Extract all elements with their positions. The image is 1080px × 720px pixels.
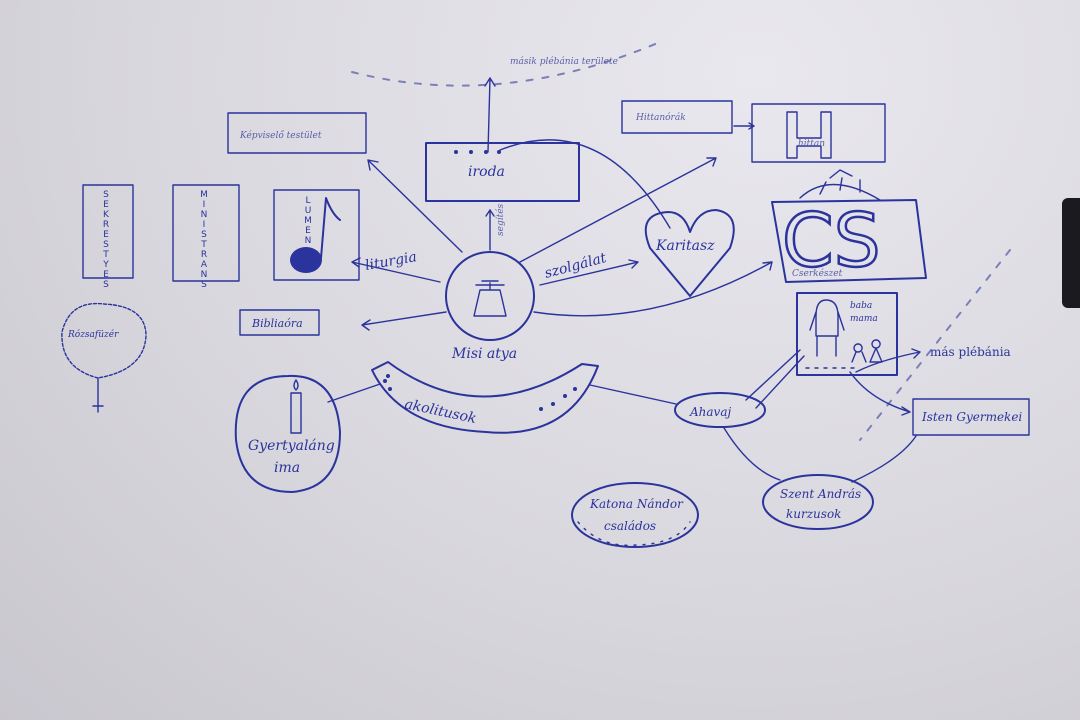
segites-label: segítés (495, 203, 506, 236)
svg-text:családos: családos (604, 519, 656, 533)
ministrans-box[interactable]: MINISTRANS (172, 184, 240, 290)
music-note-icon (290, 247, 322, 273)
sekrestyes-box[interactable]: SEKRESTYES (82, 184, 134, 290)
svg-text:Gyertyaláng: Gyertyaláng (248, 438, 335, 454)
svg-text:ima: ima (274, 460, 300, 476)
svg-text:akolitusok: akolitusok (403, 396, 478, 427)
kepviselo-testulet-box[interactable]: Képviselő testület (227, 112, 367, 154)
isten-gyermekei-box[interactable]: Isten Gyermekei (912, 398, 1030, 436)
szent-andras-kurzusok-node[interactable]: Szent András kurzusok (762, 474, 874, 530)
ahavaj-node[interactable]: Ahavaj (674, 392, 766, 428)
hittanorak-box[interactable]: Hittanórák (621, 100, 733, 134)
svg-text:Isten Gyermekei: Isten Gyermekei (921, 410, 1022, 424)
svg-text:Rózsafüzér: Rózsafüzér (67, 329, 119, 340)
svg-text:iroda: iroda (468, 164, 505, 180)
iroda-box[interactable]: iroda (425, 142, 580, 202)
svg-text:mama: mama (850, 314, 878, 324)
ministrans-label: MINISTRANS (199, 190, 209, 290)
svg-text:Ahavaj: Ahavaj (689, 405, 731, 419)
baba-mama-box[interactable]: baba mama (796, 292, 898, 376)
svg-text:Képviselő testület: Képviselő testület (239, 130, 322, 141)
center-label: Misi atya (451, 346, 517, 362)
cserkeszet-box[interactable]: CS Cserkészet (771, 197, 927, 285)
akolitusok-node[interactable]: akolitusok (371, 361, 599, 434)
svg-text:hittan: hittan (798, 139, 825, 149)
svg-text:kurzusok: kurzusok (786, 507, 841, 521)
svg-text:Hittanórák: Hittanórák (635, 112, 686, 123)
karitasz-heart[interactable]: Karitasz (644, 209, 735, 297)
center-node[interactable]: Misi atya (445, 251, 535, 362)
mother-figure-icon (809, 299, 845, 357)
h-letter-icon (786, 111, 832, 159)
sekrestyes-label: SEKRESTYES (101, 190, 111, 290)
svg-text:Bibliaóra: Bibliaóra (251, 317, 303, 330)
svg-text:baba: baba (850, 301, 872, 311)
svg-text:Katona Nándor: Katona Nándor (589, 497, 684, 511)
masik-plebania-label: másik plébánia területe (510, 56, 618, 67)
svg-text:Karitasz: Karitasz (655, 238, 715, 254)
lumen-label: LUMEN (303, 196, 313, 246)
hittan-box[interactable]: hittan (751, 103, 886, 163)
pen-marker (1062, 198, 1080, 308)
candle-icon (290, 392, 302, 434)
children-figures-icon (851, 339, 883, 363)
rozsafuzer-node[interactable]: Rózsafüzér (61, 302, 147, 413)
flame-icon (293, 379, 299, 391)
priest-figure-icon (473, 280, 507, 317)
svg-text:Cserkészet: Cserkészet (792, 268, 843, 279)
cross-icon (92, 377, 104, 413)
lumen-box[interactable]: LUMEN (273, 189, 360, 281)
svg-text:Szent András: Szent András (780, 487, 861, 501)
svg-text:CS: CS (782, 198, 881, 284)
katona-nandor-csalados-node[interactable]: Katona Nándor családos (571, 482, 699, 548)
gyertyalang-ima-node[interactable]: Gyertyaláng ima (234, 374, 341, 493)
bibliaora-box[interactable]: Bibliaóra (239, 309, 320, 336)
mas-plebania-label: más plébánia (930, 345, 1011, 359)
